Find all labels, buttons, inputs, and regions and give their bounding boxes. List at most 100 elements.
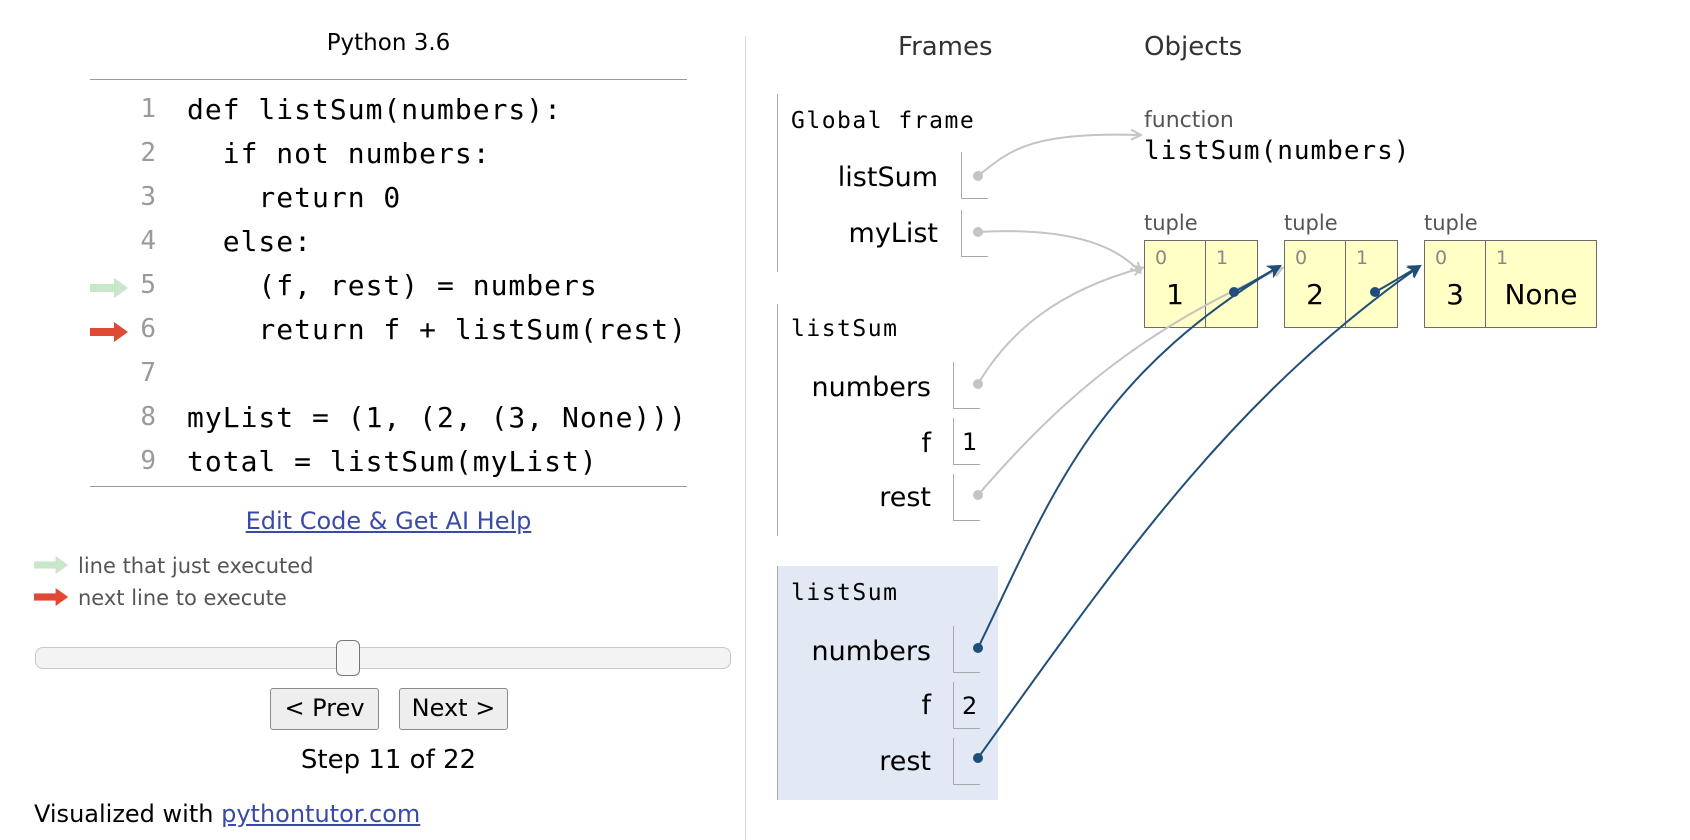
step-counter: Step 11 of 22 [300, 745, 477, 775]
pointer-mylist-to-tuple1 [977, 230, 1140, 272]
code-line-6: 6 return f + listSum(rest) [90, 308, 687, 352]
code-top-divider [90, 79, 687, 80]
prev-button[interactable]: < Prev [270, 688, 379, 730]
var-name: rest [879, 746, 931, 777]
just-executed-arrow-icon [90, 278, 128, 298]
var-slot [953, 418, 980, 465]
tuple-value: 2 [1306, 278, 1324, 311]
pointer-origin-dot [973, 227, 983, 237]
tuple-cell: 1 [1346, 241, 1397, 327]
code-text: (f, rest) = numbers [187, 269, 598, 302]
pointer-origin-dot [973, 643, 983, 653]
var-name: myList [848, 218, 938, 249]
var-name: numbers [811, 372, 931, 403]
frame-title: Global frame [791, 108, 976, 134]
code-text: return 0 [187, 181, 402, 214]
tuple-cell: 0 3 [1425, 241, 1486, 327]
tuple-index: 0 [1435, 247, 1448, 269]
edit-code-link[interactable]: Edit Code & Get AI Help [245, 507, 532, 535]
pointer-origin-dot [973, 171, 983, 181]
next-line-arrow-icon [34, 588, 69, 606]
step-slider-handle[interactable] [336, 640, 360, 676]
pointer-origin-dot [973, 379, 983, 389]
pointer-listsum-to-function [977, 135, 1140, 177]
line-number: 6 [140, 314, 156, 344]
objects-header: Objects [1144, 32, 1243, 62]
code-line-8: 8 myList = (1, (2, (3, None))) [90, 396, 687, 440]
line-number: 1 [140, 94, 156, 124]
tuple-index: 1 [1496, 247, 1509, 269]
var-slot [953, 474, 980, 521]
code-line-3: 3 return 0 [90, 176, 687, 220]
next-line-arrow-icon [90, 322, 128, 342]
var-slot [953, 738, 980, 785]
tuple-cell: 1 None [1486, 241, 1596, 327]
var-slot [961, 152, 988, 199]
tuple-index: 0 [1155, 247, 1168, 269]
pythontutor-link[interactable]: pythontutor.com [221, 800, 421, 828]
tuple-cell: 1 [1206, 241, 1257, 327]
pointer-rest-to-tuple3 [977, 264, 1422, 759]
line-number: 5 [140, 270, 156, 300]
frame-title: listSum [791, 316, 899, 342]
var-name: f [921, 428, 931, 459]
footer: Visualized with pythontutor.com [34, 800, 420, 828]
code-text: return f + listSum(rest) [187, 313, 688, 346]
pointer-numbers-to-tuple2 [977, 264, 1282, 649]
code-text: else: [187, 225, 313, 258]
legend-label: next line to execute [78, 586, 287, 610]
tuple-value: 3 [1446, 278, 1464, 311]
tuple-type-label: tuple [1284, 211, 1338, 235]
tuple-cell: 0 1 [1145, 241, 1206, 327]
frame-border [777, 304, 778, 536]
line-number: 2 [140, 138, 156, 168]
line-number: 9 [140, 446, 156, 476]
tuple-index: 1 [1216, 247, 1229, 269]
code-line-7: 7 [90, 352, 687, 396]
var-slot [961, 210, 988, 257]
frames-header: Frames [898, 32, 993, 62]
pointer-origin-dot [973, 490, 983, 500]
var-value: 2 [962, 692, 978, 720]
tuple-cell: 0 2 [1285, 241, 1346, 327]
frame-border [777, 94, 778, 272]
just-executed-arrow-icon [34, 556, 69, 574]
tuple-type-label: tuple [1424, 211, 1478, 235]
line-number: 8 [140, 402, 156, 432]
pointer-origin-dot [1370, 287, 1380, 297]
code-line-2: 2 if not numbers: [90, 132, 687, 176]
tuple-index: 1 [1356, 247, 1369, 269]
line-number: 7 [140, 358, 156, 388]
next-button[interactable]: Next > [399, 688, 508, 730]
legend-label: line that just executed [78, 554, 314, 578]
var-name: rest [879, 482, 931, 513]
tuple-index: 0 [1295, 247, 1308, 269]
language-label: Python 3.6 [326, 30, 451, 56]
code-line-5: 5 (f, rest) = numbers [90, 264, 687, 308]
footer-prefix: Visualized with [34, 800, 222, 828]
active-pointers [973, 264, 1422, 763]
line-number: 3 [140, 182, 156, 212]
code-line-9: 9 total = listSum(myList) [90, 440, 687, 484]
var-slot [953, 626, 980, 673]
pointer-numbers-to-tuple1 [977, 268, 1142, 385]
panel-divider [745, 36, 746, 840]
step-slider-track[interactable] [35, 647, 731, 669]
tuple-value: None [1504, 278, 1578, 311]
tuple-type-label: tuple [1144, 211, 1198, 235]
var-name: listSum [837, 162, 938, 193]
code-line-4: 4 else: [90, 220, 687, 264]
var-name: numbers [811, 636, 931, 667]
code-text: def listSum(numbers): [187, 93, 563, 126]
tuple-object-3: 0 3 1 None [1424, 240, 1597, 328]
var-slot [953, 362, 980, 409]
function-type-label: function [1144, 108, 1234, 133]
var-slot [953, 682, 980, 729]
var-value: 1 [962, 428, 978, 456]
frame-title: listSum [791, 580, 899, 606]
tuple-object-1: 0 1 1 [1144, 240, 1258, 328]
pointer-rest-to-tuple2 [977, 268, 1282, 496]
tuple-value: 1 [1166, 278, 1184, 311]
pointer-origin-dot [973, 753, 983, 763]
